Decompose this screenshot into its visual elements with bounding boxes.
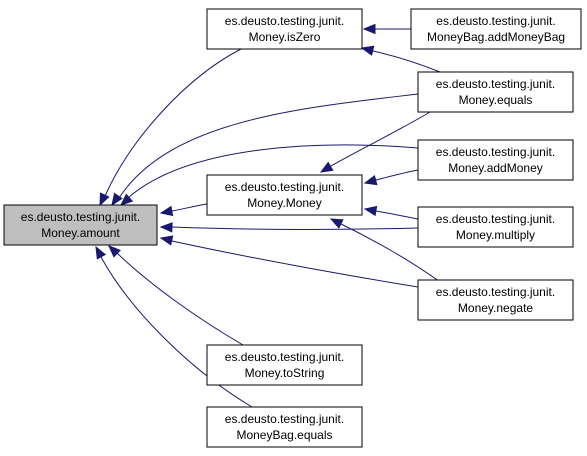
node-money-equals-line2: Money.equals (459, 93, 533, 107)
arrowhead (363, 175, 378, 186)
arrowhead (108, 245, 121, 258)
arrowhead (360, 45, 375, 56)
edge-addmoney-to-amount (120, 144, 419, 206)
node-money-constructor[interactable]: es.deusto.testing.junit. Money.Money (206, 174, 363, 216)
node-money-amount[interactable]: es.deusto.testing.junit. Money.amount (3, 204, 158, 246)
edge-negate-to-amount (159, 235, 419, 288)
node-money-tostring-line2: Money.toString (245, 366, 325, 380)
node-money-constructor-line2: Money.Money (247, 196, 321, 210)
edge-ctor-to-amount (159, 203, 208, 217)
node-money-iszero-line1: es.deusto.testing.junit. (225, 14, 344, 28)
edge-iszero-to-amount (99, 48, 242, 207)
edge-multiply-to-amount (159, 222, 419, 233)
edge-layer (95, 23, 441, 408)
edge-bagequals-to-amount (95, 245, 253, 408)
arrowhead (120, 193, 134, 206)
node-moneybag-addmoneybag-line2: MoneyBag.addMoneyBag (427, 30, 565, 44)
node-money-addmoney-line1: es.deusto.testing.junit. (436, 145, 555, 159)
node-money-multiply[interactable]: es.deusto.testing.junit. Money.multiply (417, 206, 574, 248)
arrowhead (95, 245, 107, 260)
node-money-amount-line2: Money.amount (41, 226, 120, 240)
edge-equals-to-amount (111, 93, 419, 207)
node-moneybag-equals-line1: es.deusto.testing.junit. (225, 412, 344, 426)
node-money-multiply-line1: es.deusto.testing.junit. (436, 212, 555, 226)
arrowhead (159, 235, 174, 246)
node-money-amount-line1: es.deusto.testing.junit. (21, 210, 140, 224)
arrowhead (362, 23, 376, 35)
edge-equals-to-iszero (360, 45, 441, 73)
node-money-negate[interactable]: es.deusto.testing.junit. Money.negate (417, 279, 574, 321)
edge-multiply-to-ctor (363, 205, 419, 220)
node-moneybag-addmoneybag-line1: es.deusto.testing.junit. (436, 14, 555, 28)
node-moneybag-equals[interactable]: es.deusto.testing.junit. MoneyBag.equals (206, 406, 363, 448)
edge-tostring-to-amount (108, 245, 244, 346)
arrowhead (159, 205, 174, 217)
node-money-addmoney[interactable]: es.deusto.testing.junit. Money.addMoney (417, 139, 574, 181)
arrowhead (99, 192, 110, 207)
edge-negate-to-ctor (329, 218, 441, 283)
node-money-negate-line2: Money.negate (458, 301, 533, 315)
arrowhead (363, 205, 378, 217)
node-moneybag-equals-line2: MoneyBag.equals (236, 428, 332, 442)
arrowhead (111, 192, 123, 207)
node-money-tostring[interactable]: es.deusto.testing.junit. Money.toString (206, 344, 363, 386)
node-money-iszero[interactable]: es.deusto.testing.junit. Money.isZero (206, 8, 363, 50)
node-money-multiply-line2: Money.multiply (456, 228, 535, 242)
node-money-iszero-line2: Money.isZero (249, 30, 321, 44)
arrowhead (319, 161, 334, 173)
node-money-equals[interactable]: es.deusto.testing.junit. Money.equals (417, 71, 574, 113)
node-money-tostring-line1: es.deusto.testing.junit. (225, 350, 344, 364)
arrowhead (159, 222, 173, 233)
node-money-equals-line1: es.deusto.testing.junit. (436, 77, 555, 91)
edge-addmoneybag-to-iszero (362, 23, 412, 35)
node-money-addmoney-line2: Money.addMoney (448, 161, 543, 175)
node-money-negate-line1: es.deusto.testing.junit. (436, 285, 555, 299)
node-moneybag-addmoneybag[interactable]: es.deusto.testing.junit. MoneyBag.addMon… (410, 8, 582, 50)
node-money-constructor-line1: es.deusto.testing.junit. (225, 180, 344, 194)
edge-addmoney-to-ctor (363, 169, 419, 186)
arrowhead (329, 218, 344, 229)
edge-equals-to-ctor (319, 111, 431, 173)
